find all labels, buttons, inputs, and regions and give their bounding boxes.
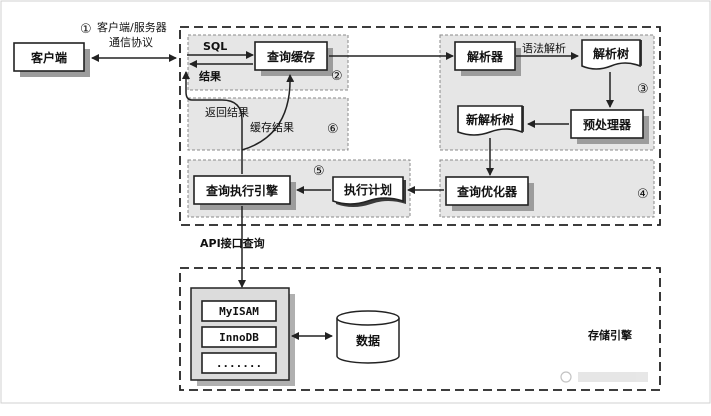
data-cylinder bbox=[336, 310, 400, 364]
more-engines-box bbox=[201, 352, 277, 374]
preprocessor-label: 预处理器 bbox=[583, 117, 632, 132]
client-label: 客户端 bbox=[30, 50, 67, 65]
myisam-box bbox=[201, 300, 277, 322]
preprocessor-box bbox=[570, 109, 644, 139]
exec-plan-doc bbox=[332, 176, 404, 205]
step-6-marker: ⑥ bbox=[327, 122, 339, 137]
exec-engine-box bbox=[193, 175, 291, 205]
image-frame bbox=[0, 0, 711, 404]
step-1-marker: ① bbox=[80, 22, 92, 37]
optimizer-label: 查询优化器 bbox=[456, 184, 518, 199]
exec-plan-label: 执行计划 bbox=[344, 182, 392, 197]
cache-result-curve-arrow bbox=[241, 74, 295, 151]
sql-label: SQL bbox=[203, 40, 227, 53]
syntax-parse-label: 语法解析 bbox=[522, 41, 566, 55]
innodb-label: InnoDB bbox=[219, 331, 259, 344]
exec-engine-label: 查询执行引擎 bbox=[205, 183, 278, 198]
server-boundary bbox=[179, 26, 661, 226]
myisam-label: MyISAM bbox=[219, 305, 259, 318]
region-return bbox=[187, 97, 349, 151]
watermark bbox=[560, 371, 648, 383]
step-4-marker: ④ bbox=[637, 187, 649, 202]
parse-tree-label: 解析树 bbox=[593, 46, 629, 61]
protocol-label-line2: 通信协议 bbox=[109, 35, 153, 49]
parser-box bbox=[454, 41, 516, 71]
step-5-marker: ⑤ bbox=[313, 164, 325, 179]
parser-label: 解析器 bbox=[467, 49, 504, 64]
result-label: 结果 bbox=[198, 69, 221, 83]
return-result-arrow bbox=[182, 71, 243, 174]
return-result-label: 返回结果 bbox=[205, 106, 249, 119]
more-engines-label: ....... bbox=[216, 357, 262, 370]
api-query-label: API接口查询 bbox=[200, 236, 265, 250]
query-cache-label: 查询缓存 bbox=[266, 49, 315, 64]
data-label: 数据 bbox=[356, 333, 380, 348]
query-cache-box bbox=[254, 41, 328, 71]
step-3-marker: ③ bbox=[637, 82, 649, 97]
storage-boundary bbox=[179, 267, 661, 391]
new-parse-tree-label: 新解析树 bbox=[466, 112, 514, 127]
cache-result-label: 缓存结果 bbox=[250, 120, 294, 134]
client-box bbox=[13, 42, 85, 72]
parse-tree-doc bbox=[581, 39, 641, 70]
new-parse-tree-doc bbox=[457, 105, 523, 136]
step-2-marker: ② bbox=[331, 69, 343, 84]
innodb-box bbox=[201, 326, 277, 348]
optimizer-box bbox=[445, 176, 529, 206]
storage-engine-label: 存储引擎 bbox=[588, 328, 632, 342]
protocol-label-line1: 客户端/服务器 bbox=[97, 20, 167, 34]
